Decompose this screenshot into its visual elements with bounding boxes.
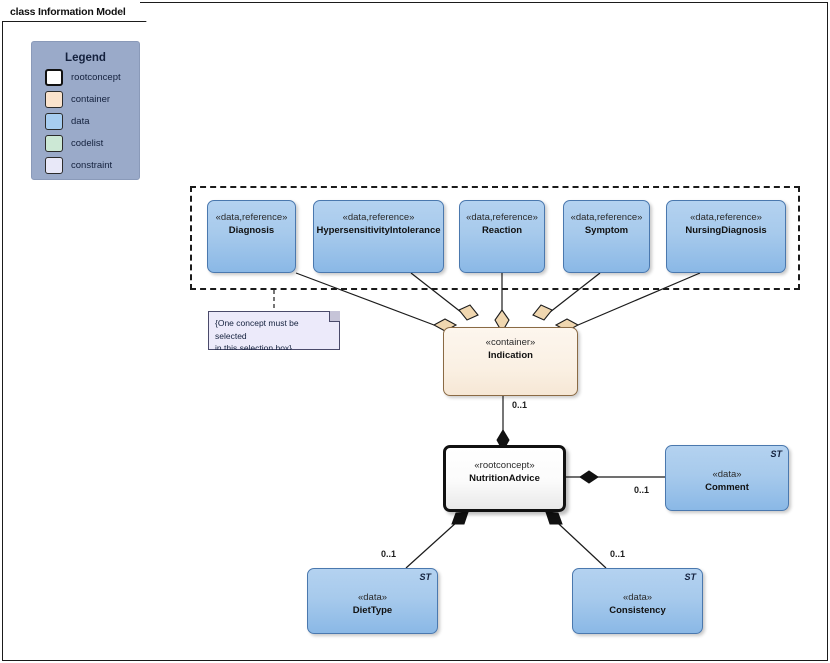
class-hypersensitivityintolerance[interactable]: «data,reference» HypersensitivityIntoler… bbox=[313, 200, 444, 273]
legend-swatch-data bbox=[45, 112, 63, 130]
class-diagnosis-name: Diagnosis bbox=[228, 225, 275, 236]
legend-item-data: data bbox=[45, 112, 139, 130]
constraint-note-fold-icon bbox=[329, 311, 340, 322]
class-diagnosis[interactable]: «data,reference» Diagnosis bbox=[207, 200, 296, 273]
class-hypersensitivityintolerance-name: HypersensitivityIntolerance bbox=[316, 225, 441, 236]
concept-selection-box bbox=[190, 186, 800, 290]
legend-swatch-rootconcept bbox=[45, 68, 63, 86]
class-nursingdiagnosis[interactable]: «data,reference» NursingDiagnosis bbox=[666, 200, 786, 273]
constraint-note-line2: in this selection box} bbox=[215, 343, 293, 353]
legend-panel: Legend rootconcept container data codeli… bbox=[31, 41, 140, 180]
class-diagnosis-stereotype: «data,reference» bbox=[215, 212, 288, 223]
class-nursingdiagnosis-name: NursingDiagnosis bbox=[685, 225, 767, 236]
class-symptom-name: Symptom bbox=[584, 225, 629, 236]
legend-item-container: container bbox=[45, 90, 139, 108]
class-consistency-stereotype: «data» bbox=[622, 592, 653, 603]
class-diettype-stereotype: «data» bbox=[357, 592, 388, 603]
class-nursingdiagnosis-stereotype: «data,reference» bbox=[690, 212, 762, 223]
class-nutritionadvice-name: NutritionAdvice bbox=[469, 473, 540, 484]
class-symptom-stereotype: «data,reference» bbox=[570, 212, 643, 223]
legend-label-rootconcept: rootconcept bbox=[71, 71, 121, 83]
class-hypersensitivityintolerance-stereotype: «data,reference» bbox=[342, 212, 415, 223]
legend-swatch-constraint bbox=[45, 156, 63, 174]
multiplicity-indication-nutritionadvice: 0..1 bbox=[512, 400, 528, 410]
constraint-note: {One concept must be selected in this se… bbox=[208, 311, 340, 350]
legend-label-codelist: codelist bbox=[71, 137, 104, 149]
multiplicity-nutritionadvice-diettype: 0..1 bbox=[381, 549, 397, 559]
class-reaction[interactable]: «data,reference» Reaction bbox=[459, 200, 545, 273]
class-comment-type-marker: ST bbox=[770, 449, 782, 459]
legend-item-rootconcept: rootconcept bbox=[45, 68, 139, 86]
class-comment[interactable]: ST «data» Comment bbox=[665, 445, 789, 511]
class-indication-stereotype: «container» bbox=[485, 337, 536, 348]
constraint-note-line1: {One concept must be selected bbox=[215, 318, 299, 341]
legend-title: Legend bbox=[65, 52, 106, 64]
class-reaction-name: Reaction bbox=[481, 225, 523, 236]
legend-label-data: data bbox=[71, 115, 90, 127]
class-diettype-type-marker: ST bbox=[419, 572, 431, 582]
legend-label-container: container bbox=[71, 93, 111, 105]
diagram-title-tab: class Information Model bbox=[2, 2, 147, 22]
class-indication-name: Indication bbox=[488, 350, 533, 361]
legend-swatch-codelist bbox=[45, 134, 63, 152]
class-indication[interactable]: «container» Indication bbox=[443, 327, 578, 396]
class-comment-stereotype: «data» bbox=[712, 469, 742, 480]
class-nutritionadvice-stereotype: «rootconcept» bbox=[474, 460, 535, 471]
legend-item-codelist: codelist bbox=[45, 134, 139, 152]
legend-label-constraint: constraint bbox=[71, 159, 113, 171]
class-consistency-name: Consistency bbox=[609, 605, 666, 616]
class-comment-name: Comment bbox=[705, 482, 749, 493]
multiplicity-nutritionadvice-consistency: 0..1 bbox=[610, 549, 626, 559]
class-consistency-type-marker: ST bbox=[684, 572, 696, 582]
class-symptom[interactable]: «data,reference» Symptom bbox=[563, 200, 650, 273]
class-diettype[interactable]: ST «data» DietType bbox=[307, 568, 438, 634]
class-diettype-name: DietType bbox=[352, 605, 393, 616]
class-nutritionadvice[interactable]: «rootconcept» NutritionAdvice bbox=[443, 445, 566, 512]
class-reaction-stereotype: «data,reference» bbox=[466, 212, 538, 223]
legend-swatch-container bbox=[45, 90, 63, 108]
multiplicity-nutritionadvice-comment: 0..1 bbox=[634, 485, 650, 495]
class-consistency[interactable]: ST «data» Consistency bbox=[572, 568, 703, 634]
legend-item-constraint: constraint bbox=[45, 156, 139, 174]
